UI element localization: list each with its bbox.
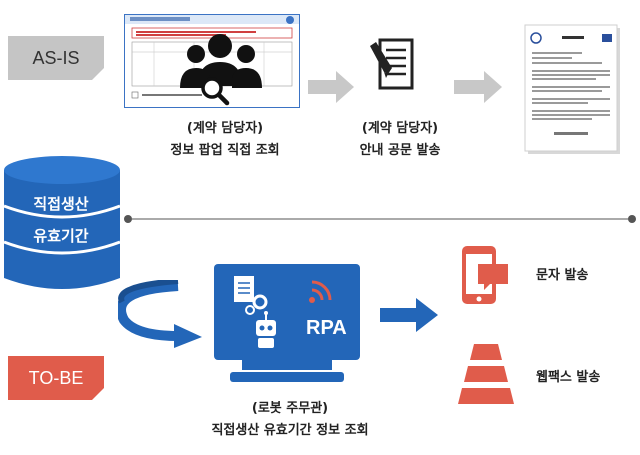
tag-fold (92, 388, 104, 400)
document-gear-icon (234, 276, 268, 315)
robot-icon (256, 311, 276, 348)
official-letter-document (524, 24, 620, 154)
mobile-message-icon (462, 246, 508, 304)
tobe-caption: (로봇 주무관) 직접생산 유효기간 정보 조회 (170, 398, 410, 442)
users-icon (180, 34, 262, 88)
rpa-badge: RPA (306, 317, 347, 339)
to-be-tag: TO-BE (8, 356, 104, 400)
asis-step1-role: (계약 담당자) (186, 121, 264, 136)
tobe-role: (로봇 주무관) (251, 401, 329, 416)
asis-step2-role: (계약 담당자) (361, 121, 439, 136)
to-be-label: TO-BE (28, 367, 84, 388)
arrow-tobe (380, 298, 438, 332)
arrow-asis-1 (308, 71, 354, 103)
webfax-send-label: 웹팩스 발송 (536, 370, 601, 385)
asis-step2-caption: (계약 담당자) 안내 공문 발송 (340, 118, 460, 162)
asis-step1-action: 정보 팝업 직접 조회 (170, 143, 280, 158)
rpa-monitor: RPA (214, 264, 360, 382)
database-label-line1: 직접생산 (33, 195, 89, 213)
asis-step2-action: 안내 공문 발송 (359, 143, 441, 158)
database-icon (3, 156, 121, 289)
webfax-icon (458, 344, 514, 404)
tobe-action: 직접생산 유효기간 정보 조회 (211, 423, 369, 438)
as-is-tag: AS-IS (8, 36, 104, 80)
magnifier-icon (201, 77, 230, 106)
cycle-arrow (118, 280, 202, 348)
database-label-line2: 유효기간 (33, 227, 89, 245)
popup-screenshot (124, 14, 300, 108)
arrow-asis-2 (454, 71, 502, 103)
tag-fold (92, 68, 104, 80)
as-is-label: AS-IS (32, 47, 80, 68)
section-divider (124, 215, 636, 223)
sms-send-label: 문자 발송 (536, 268, 589, 283)
signal-icon (309, 280, 332, 303)
document-pen-icon (370, 38, 414, 90)
asis-step1-caption: (계약 담당자) 정보 팝업 직접 조회 (150, 118, 300, 162)
